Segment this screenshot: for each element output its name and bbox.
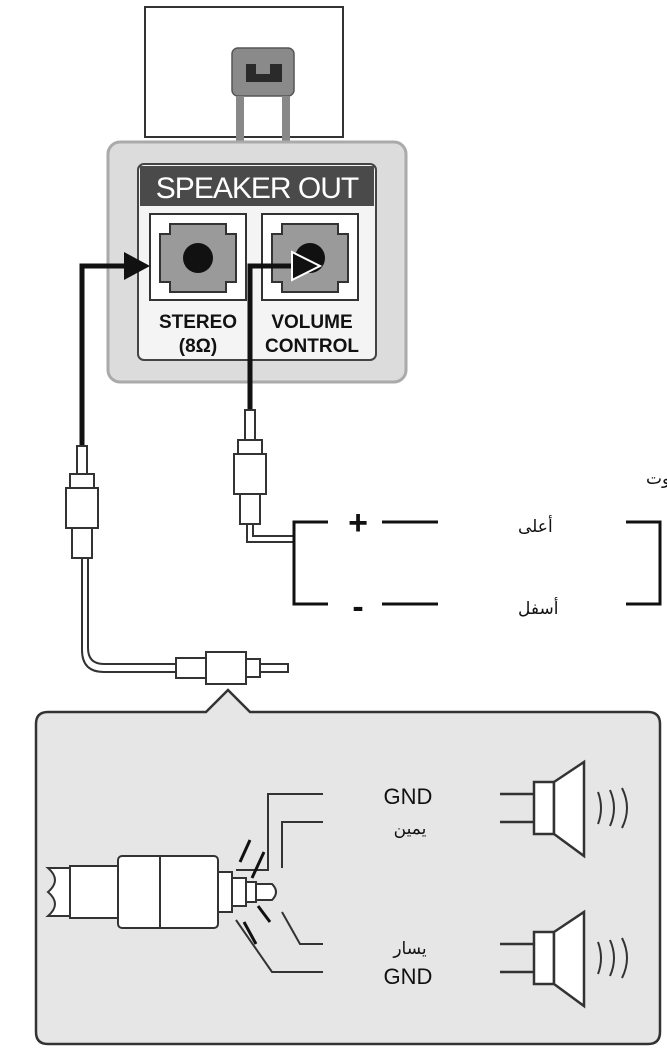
plus-sign: +: [348, 504, 368, 542]
horizontal-plug: [175, 651, 289, 685]
leader-left: [281, 911, 323, 945]
volume-cable-arrow: [247, 250, 323, 440]
left-channel-label: يسار: [392, 939, 427, 959]
leader-gnd-bottom: [235, 919, 323, 973]
leader-gnd-top: [236, 793, 323, 871]
speaker-out-panel: SPEAKER OUT STEREO (8Ω) VOLUME CONTROL: [106, 140, 408, 384]
panel-title-bar: [140, 166, 374, 206]
control-label: CONTROL: [265, 336, 359, 357]
plug-detail-panel: [34, 688, 662, 1046]
up-label: أعلى: [518, 515, 553, 537]
right-channel-label: يمين: [394, 819, 427, 839]
stereo-label: STEREO: [159, 312, 237, 333]
volume-control-plug: [233, 409, 267, 525]
leader-right: [281, 821, 323, 868]
bracket-left: [292, 520, 328, 606]
stereo-cable-arrow: [79, 252, 150, 470]
zoom-callout: [236, 96, 290, 146]
minus-sign: -: [352, 588, 363, 626]
speaker-left-icon: [500, 909, 628, 1009]
detail-plug: [45, 855, 277, 929]
down-label: أسفل: [518, 597, 558, 619]
stereo-plug: [65, 445, 99, 559]
stereo-jack: [149, 213, 247, 301]
panel-title: SPEAKER OUT: [156, 172, 359, 205]
volume-wire-minus: [252, 524, 294, 537]
volume-label: VOLUME: [271, 312, 352, 333]
volume-control-jack: [261, 213, 359, 301]
gnd-bottom-label: GND: [384, 964, 433, 989]
bracket-right: [626, 520, 662, 606]
stereo-impedance-label: (8Ω): [179, 336, 217, 357]
speaker-right-icon: [500, 759, 628, 859]
volume-wire-plus: [246, 524, 294, 543]
volume-output-caption: منفذ التحكم لإخراج مكبّر الصوت: [646, 469, 667, 489]
gnd-top-label: GND: [384, 784, 433, 809]
stereo-cable: [81, 558, 176, 673]
